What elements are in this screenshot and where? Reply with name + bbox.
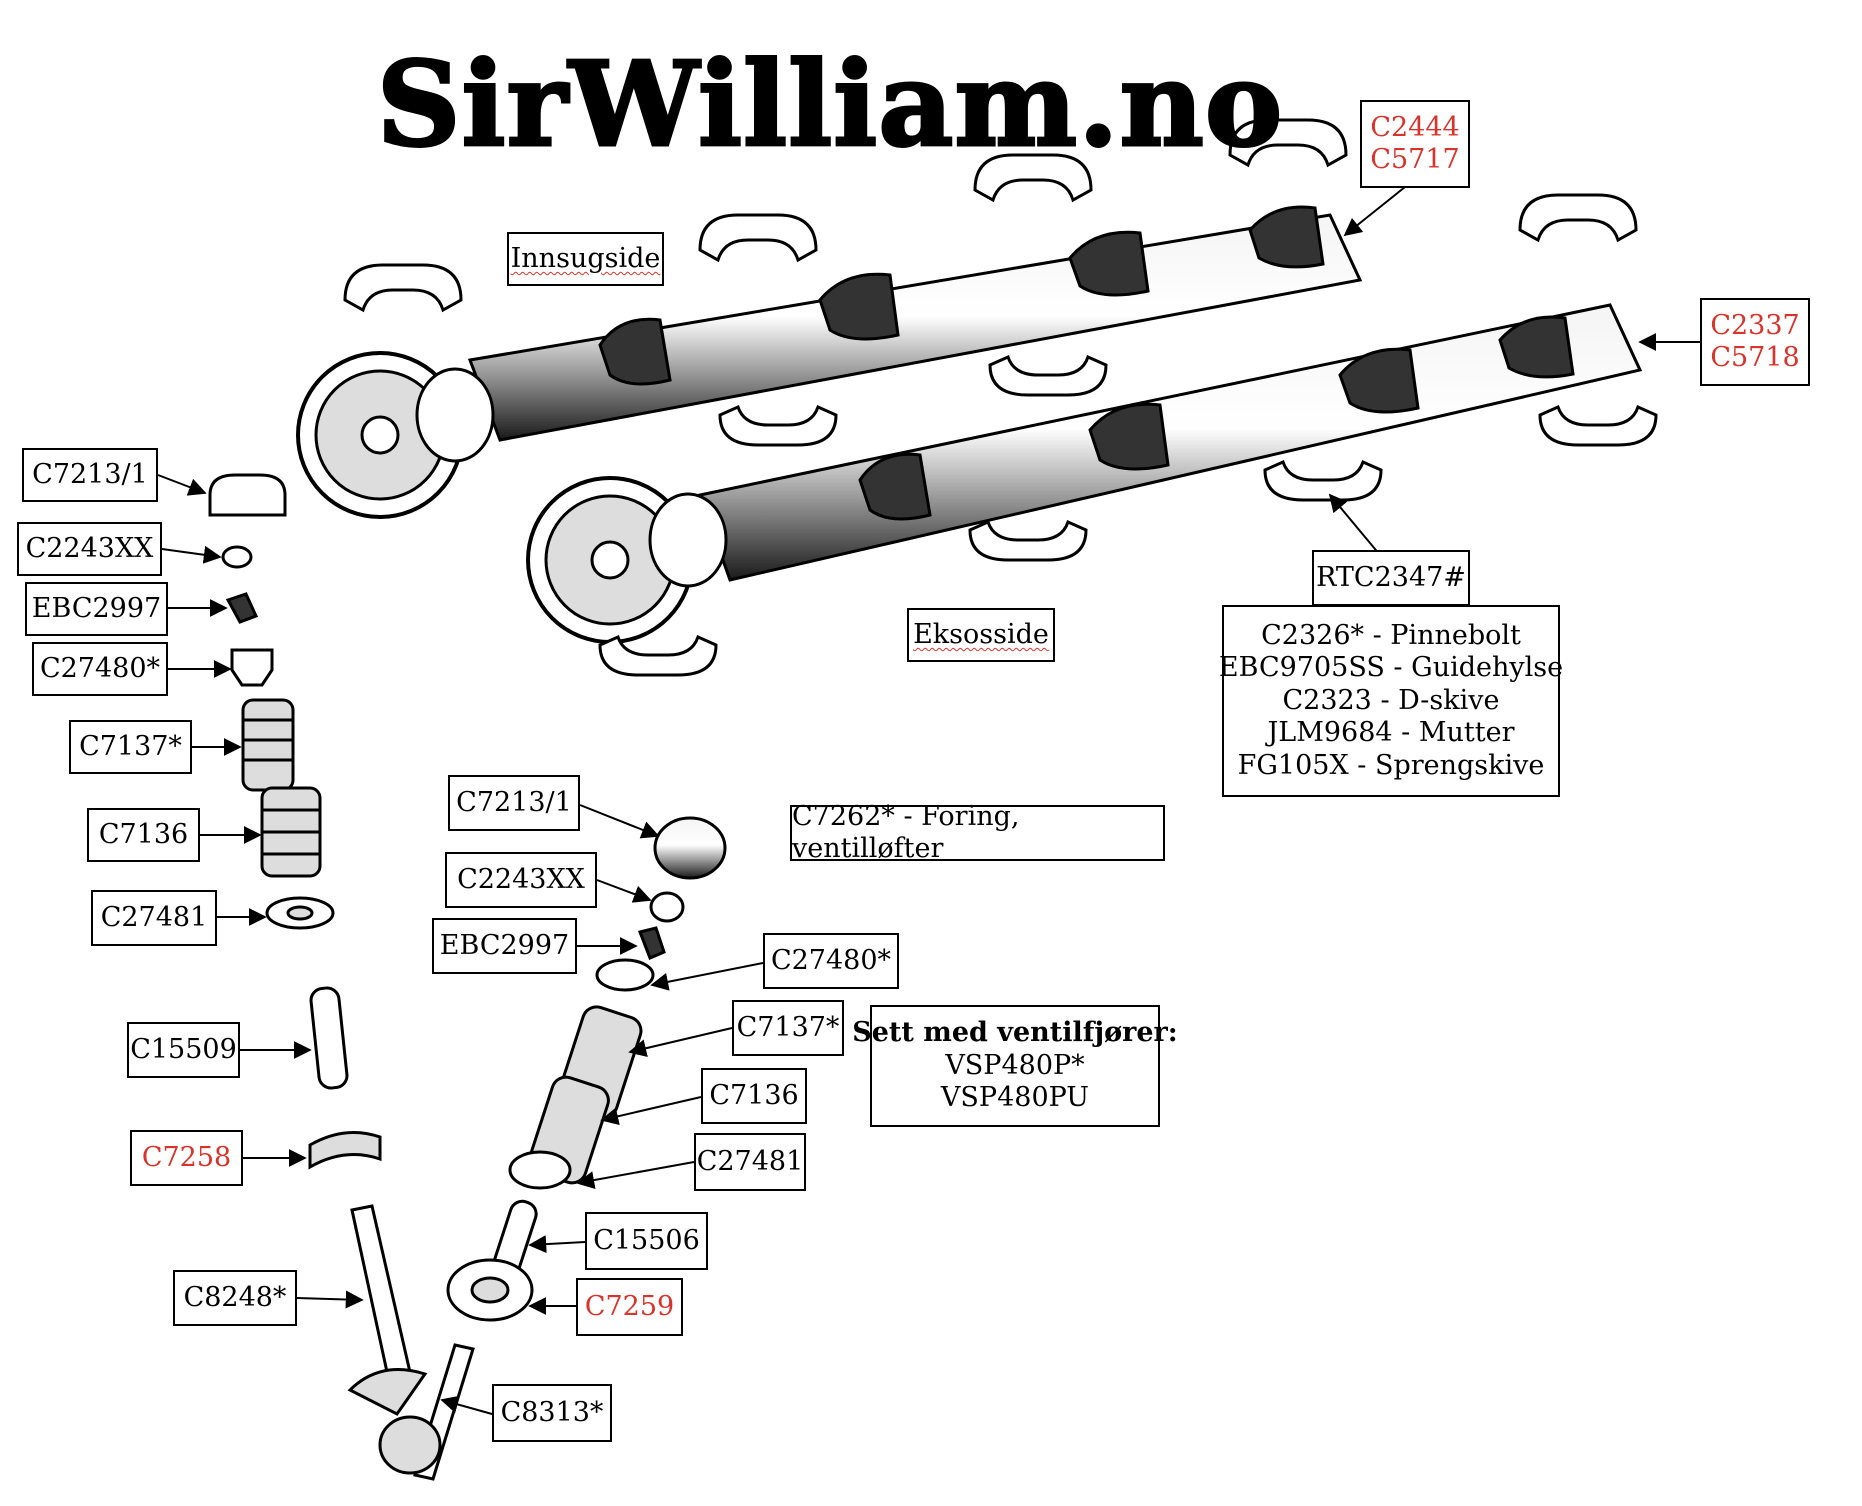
right-valve-label: C8313*	[492, 1384, 612, 1442]
right-tappet-label: C7213/1	[448, 775, 580, 831]
guide-set-item: VSP480PU	[940, 1082, 1090, 1114]
guide-set-title: Sett med ventilfjører:	[852, 1017, 1178, 1049]
right-outer-spring-label: C7137*	[732, 1000, 844, 1056]
left-valve-guide-label: C15509	[127, 1022, 240, 1078]
right-valve-parts	[378, 816, 727, 1481]
left-seat-insert-label: C7258	[130, 1130, 243, 1186]
left-spring-cap-label: C27480*	[32, 642, 168, 696]
guide-set-box: Sett med ventilfjører: VSP480P* VSP480PU	[852, 1005, 1178, 1127]
kit-item: FG105X - Sprengskive	[1237, 749, 1545, 781]
left-spring-seat-label: C27481	[91, 890, 217, 946]
right-inner-spring-label: C7136	[701, 1068, 807, 1124]
left-valve-parts	[208, 473, 428, 1416]
left-inner-spring-label: C7136	[87, 808, 200, 862]
site-logo: SirWilliam.no	[375, 36, 1284, 175]
bearing-caps	[343, 118, 1658, 677]
intake-camshaft	[296, 205, 1363, 519]
guide-set-item: VSP480P*	[945, 1049, 1085, 1081]
right-spring-cap-label: C27480*	[763, 933, 899, 989]
right-shim-label: C2243XX	[445, 852, 597, 908]
right-seat-insert-label: C7259	[576, 1278, 683, 1336]
left-shim-label: C2243XX	[17, 522, 162, 576]
sprocket-kit-list: C2326* - Pinnebolt EBC9705SS - Guidehyls…	[1218, 605, 1564, 797]
sprocket-kit-code: RTC2347#	[1312, 550, 1470, 606]
exhaust-side-label: Eksosside	[907, 608, 1055, 662]
exhaust-camshaft-label: C2337 C5718	[1700, 298, 1810, 386]
kit-item: JLM9684 - Mutter	[1267, 717, 1515, 749]
left-outer-spring-label: C7137*	[69, 720, 192, 774]
exhaust-camshaft	[526, 303, 1643, 644]
left-collets-label: EBC2997	[25, 582, 168, 636]
kit-item: EBC9705SS - Guidehylse	[1218, 652, 1564, 684]
leader-arrows	[157, 182, 1700, 1415]
left-valve-label: C8248*	[173, 1270, 297, 1326]
right-valve-guide-label: C15506	[585, 1212, 708, 1270]
kit-item: C2326* - Pinnebolt	[1261, 620, 1521, 652]
left-tappet-label: C7213/1	[22, 448, 158, 502]
intake-side-label: Innsugside	[507, 232, 664, 286]
tappet-liner-label: C7262* - Foring, ventilløfter	[790, 801, 1165, 864]
kit-item: C2323 - D-skive	[1282, 684, 1500, 716]
intake-camshaft-label: C2444 C5717	[1360, 100, 1470, 188]
right-collets-label: EBC2997	[432, 918, 577, 974]
right-spring-seat-label: C27481	[694, 1133, 806, 1191]
